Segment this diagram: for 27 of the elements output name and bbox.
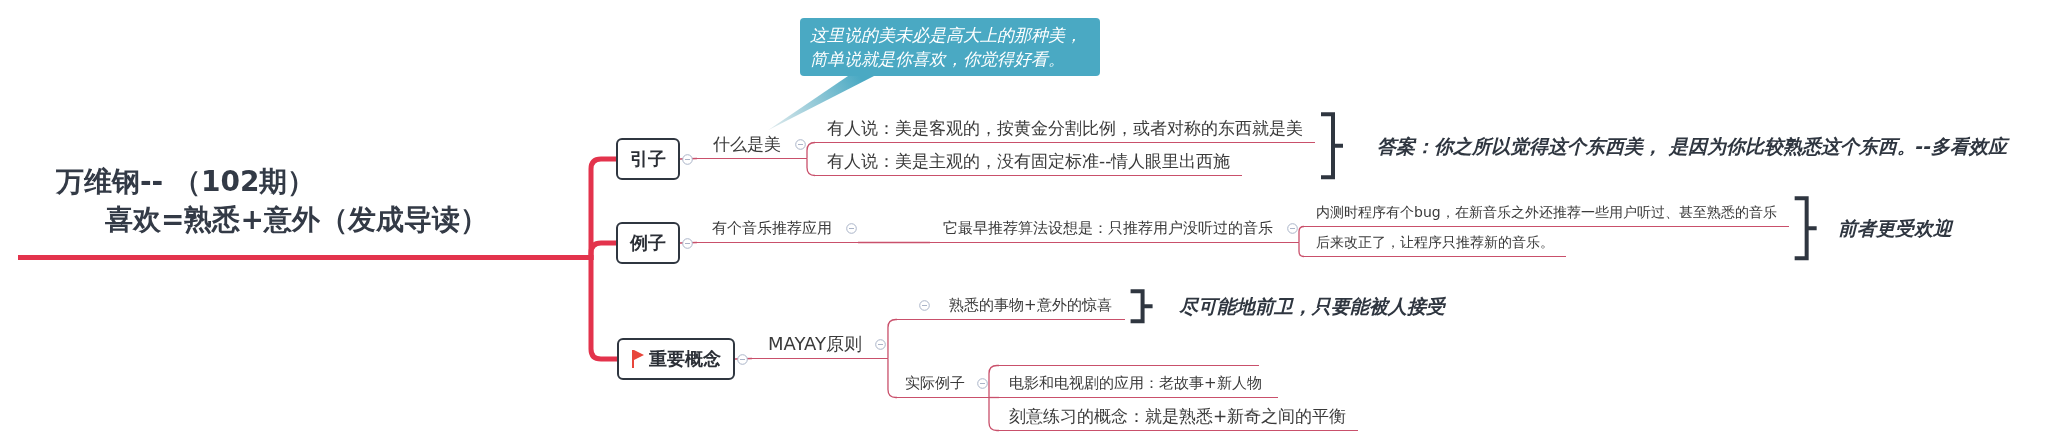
connector-line — [1298, 225, 1305, 244]
connector-line — [857, 241, 931, 244]
topic-box — [617, 338, 735, 380]
topic-subtitle: 喜欢=熟悉+意外（发成导读） — [105, 204, 488, 236]
connector-line — [988, 364, 1000, 399]
connector-line — [887, 357, 898, 399]
connector-line — [806, 141, 816, 160]
empty-subtopic-line — [999, 365, 1259, 367]
summary-text: 尽可能地前卫，只要能被人接受 — [1178, 294, 1445, 320]
topic-label: 重要概念 — [648, 347, 721, 371]
subtopic: 内测时程序有个bug，在新音乐之外还推荐一些用户听过、甚至熟悉的音乐 — [1304, 198, 1789, 228]
connector-line — [806, 157, 816, 177]
callout-box: 这里说的美未必是高大上的那种美，简单说就是你喜欢，你觉得好看。 — [800, 18, 1100, 76]
connector-line — [1298, 241, 1305, 258]
connector-line — [988, 396, 1000, 399]
topic-box: 引子 — [616, 138, 680, 180]
subtopic: 电影和电视剧的应用：老故事+新人物 — [999, 369, 1278, 399]
connector-line — [887, 318, 898, 360]
summary-text: 前者更受欢迎 — [1837, 216, 1952, 242]
summary-text: 答案：你之所以觉得这个东西美， 是因为你比较熟悉这个东西。--多看效应 — [1377, 133, 2008, 159]
connector-line — [988, 396, 1000, 432]
topic-title: 万维钢-- （102期） — [56, 166, 316, 198]
subtopic: 有人说：美是客观的，按黄金分割比例，或者对称的东西就是美 — [815, 114, 1315, 144]
subtopic: 刻意练习的概念：就是熟悉+新奇之间的平衡 — [999, 402, 1359, 432]
topic-box: 例子 — [616, 222, 680, 264]
subtopic: 后来改正了，让程序只推荐新的音乐。 — [1304, 228, 1566, 258]
subtopic: 有人说：美是主观的，没有固定标准--情人眼里出西施 — [815, 147, 1243, 177]
